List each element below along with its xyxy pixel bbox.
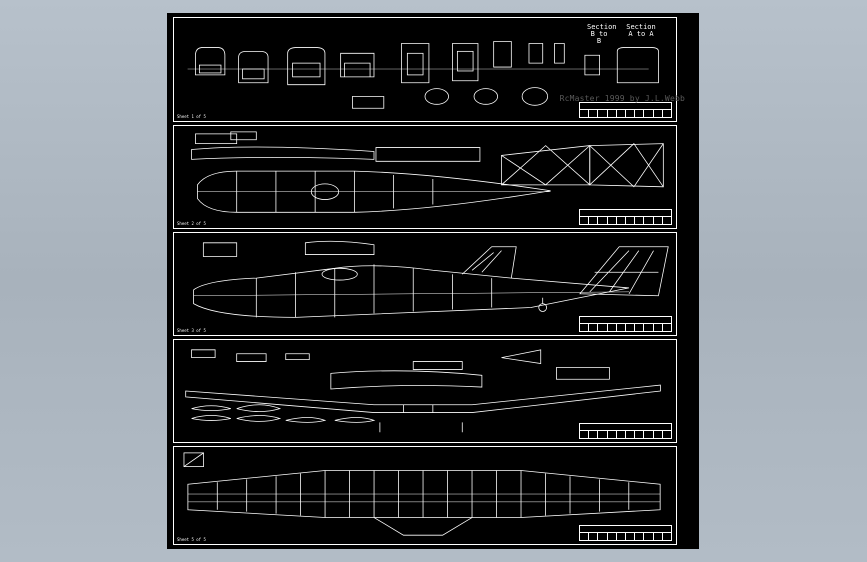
fuselage-side-drawing [193,240,669,318]
bulkheads-drawing [187,41,659,109]
section-label-b: Section B to B [587,23,617,45]
fuselage-top-drawing [191,131,664,213]
title-block-1: RcMaster 1999 by J.L.Webb [560,94,685,118]
panel-5-label: Sheet 5 of 5 [177,537,206,542]
wing-plan-drawing [183,452,661,536]
title-block-2 [579,209,672,225]
cad-drawing-sheet: Section B to B Section A to A Sheet 1 of… [167,13,699,549]
title-block-3 [579,316,672,332]
panel-fuselage-top: Sheet 2 of 5 [173,125,677,229]
panel-2-label: Sheet 2 of 5 [177,221,206,226]
panel-wing-plan: Sheet 5 of 5 [173,446,677,545]
wing-ribs-drawing [185,349,661,433]
panel-1-label: Sheet 1 of 5 [177,114,206,119]
title-block-5 [579,525,672,541]
panel-3-label: Sheet 3 of 5 [177,328,206,333]
panel-wing-ribs [173,339,677,443]
credit-watermark: RcMaster 1999 by J.L.Webb [559,94,685,103]
section-label-a: Section A to A [626,23,656,38]
panel-bulkheads: Section B to B Section A to A Sheet 1 of… [173,17,685,122]
panel-fuselage-side: Sheet 3 of 5 [173,232,677,336]
title-block-4 [579,423,672,439]
